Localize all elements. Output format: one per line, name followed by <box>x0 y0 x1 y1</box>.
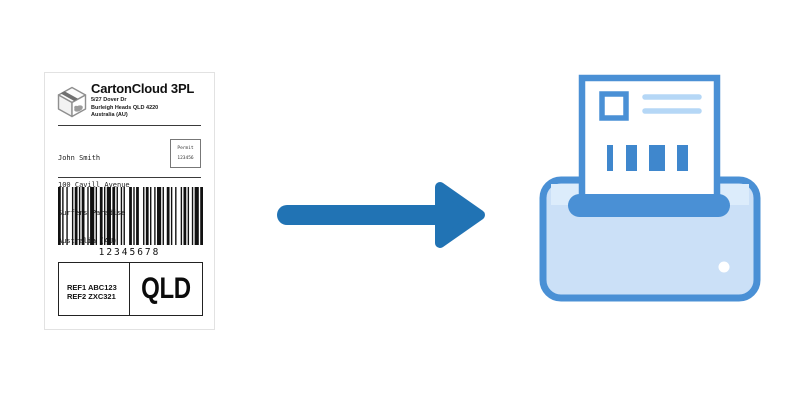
permit-label: Permit <box>177 146 194 151</box>
printer-page <box>578 74 721 215</box>
state-code: QLD <box>141 272 191 305</box>
company-address-line: Australia (AU) <box>91 112 128 119</box>
ref2-label: REF2 ZXC321 <box>67 292 116 301</box>
permit-box: Permit 123456 <box>170 139 201 168</box>
recipient-line: John Smith <box>58 153 101 162</box>
printer-icon <box>539 74 761 302</box>
state-code-cell: QLD <box>130 263 202 315</box>
barcode-value: 12345678 <box>98 247 161 258</box>
page-barcode-bars <box>607 145 688 171</box>
page-square-icon <box>599 91 629 121</box>
recipient-line: 100 Cavill Avenue <box>58 181 130 190</box>
page-text-lines <box>642 94 702 114</box>
company-address-line: 5/27 Dover Dr <box>91 97 127 103</box>
label-divider <box>58 125 201 126</box>
permit-number: 123456 <box>177 156 194 161</box>
ref1-label: REF1 ABC123 <box>67 282 117 292</box>
shipping-label: CartonCloud 3PL 5/27 Dover Dr Burleigh H… <box>44 72 215 330</box>
carton-box-icon <box>57 86 87 118</box>
sender-block: CartonCloud 3PL 5/27 Dover Dr Burleigh H… <box>91 81 209 120</box>
printer-slot <box>568 194 730 217</box>
reference-box: REF1 ABC123 REF2 ZXC321 QLD <box>58 262 203 316</box>
arrow-right-icon <box>277 182 485 248</box>
company-name: CartonCloud 3PL <box>91 81 195 96</box>
label-divider <box>58 177 201 178</box>
company-address-line: Burleigh Heads QLD 4220 <box>91 104 159 111</box>
printer-dot <box>718 261 730 273</box>
reference-cell: REF1 ABC123 REF2 ZXC321 <box>59 263 130 315</box>
barcode-icon <box>58 187 203 245</box>
